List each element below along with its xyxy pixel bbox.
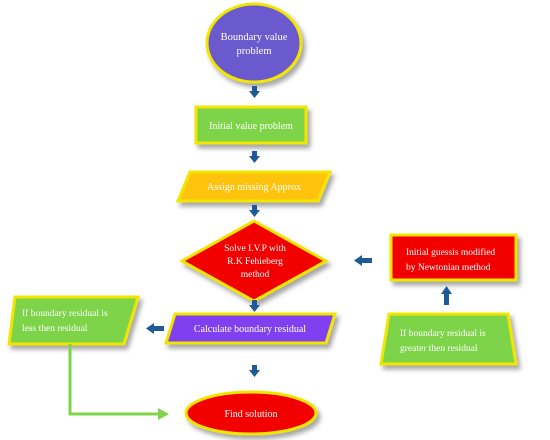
node-solve-ivp: Solve I.V.P with R.K Fehieberg method	[178, 219, 330, 303]
node-label-line2: problem	[237, 46, 272, 57]
node-label: Calculate boundary residual	[194, 324, 306, 335]
node-boundary-value-problem: Boundary value problem	[205, 2, 303, 84]
connector-less-to-find	[68, 344, 169, 420]
node-guess-modified: Initial guessis modified by Newtonian me…	[389, 233, 518, 282]
arrow-down-3	[249, 205, 260, 217]
node-residual-greater: If boundary residual is greater then res…	[379, 312, 518, 366]
arrow-down-2	[249, 151, 260, 163]
trapezoid-shape	[379, 312, 518, 366]
node-initial-value-problem: Initial value problem	[194, 105, 308, 145]
ellipse-shape	[184, 390, 318, 436]
node-label-line1: Boundary value	[221, 32, 288, 43]
arrow-left-to-less	[146, 323, 164, 334]
rect-shape	[389, 233, 518, 282]
node-label: Assign missing Approx	[207, 182, 301, 193]
arrow-left-to-solve	[354, 255, 372, 266]
ellipse-shape	[205, 2, 303, 84]
arrow-down-4	[249, 300, 260, 312]
node-label-line1: Solve I.V.P with	[224, 244, 286, 254]
parallelogram-shape	[175, 170, 333, 203]
node-label: Initial value problem	[209, 121, 293, 132]
parallelogram-shape	[7, 295, 141, 346]
node-label-line1: If boundary residual is	[22, 308, 108, 319]
node-label-line1: Initial guessis modified	[406, 247, 495, 258]
node-label-line2: greater then residual	[400, 344, 478, 354]
node-residual-less: If boundary residual is less then residu…	[7, 295, 141, 346]
parallelogram-shape	[163, 312, 338, 345]
node-find-solution: Find solution	[184, 390, 318, 436]
arrow-down-5	[249, 365, 260, 377]
rect-shape	[194, 105, 308, 145]
node-assign-missing-approx: Assign missing Approx	[175, 170, 333, 203]
node-label-line2: less then residual	[22, 324, 88, 334]
node-label-line2: by Newtonian method	[406, 263, 491, 273]
node-label-line1: If boundary residual is	[400, 328, 486, 339]
node-label-line3: method	[241, 270, 270, 280]
arrow-up-to-modified	[441, 286, 452, 305]
arrow-down-1	[249, 86, 260, 98]
node-label: Find solution	[224, 409, 277, 420]
node-label-line2: R.K Fehieberg	[227, 257, 283, 267]
node-calculate-boundary-residual: Calculate boundary residual	[163, 312, 338, 345]
